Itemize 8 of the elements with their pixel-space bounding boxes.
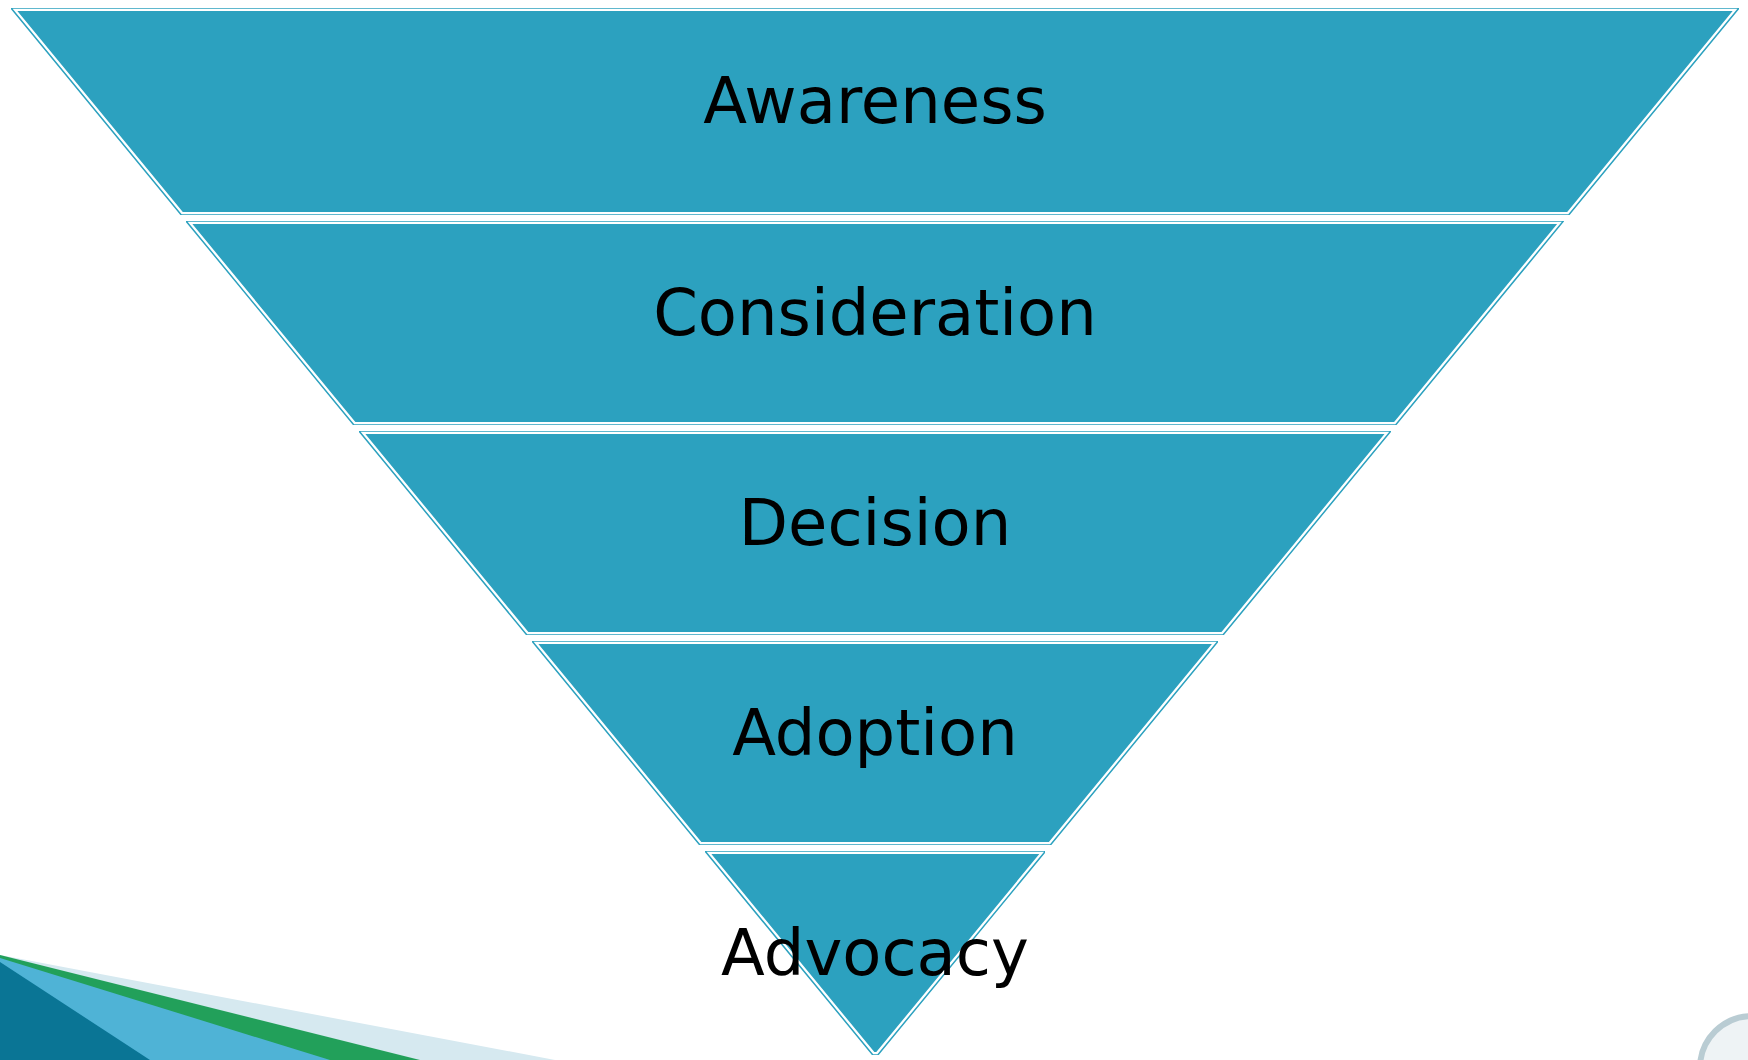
funnel-stage [186, 221, 1564, 425]
funnel-stage [359, 431, 1391, 635]
funnel-stage [531, 641, 1219, 845]
funnel-stage [11, 8, 1739, 215]
stage-label: Decision [737, 486, 1013, 561]
stage-label: Awareness [702, 63, 1048, 138]
stage-label: Adoption [731, 696, 1019, 771]
stage-label: Consideration [652, 276, 1098, 351]
